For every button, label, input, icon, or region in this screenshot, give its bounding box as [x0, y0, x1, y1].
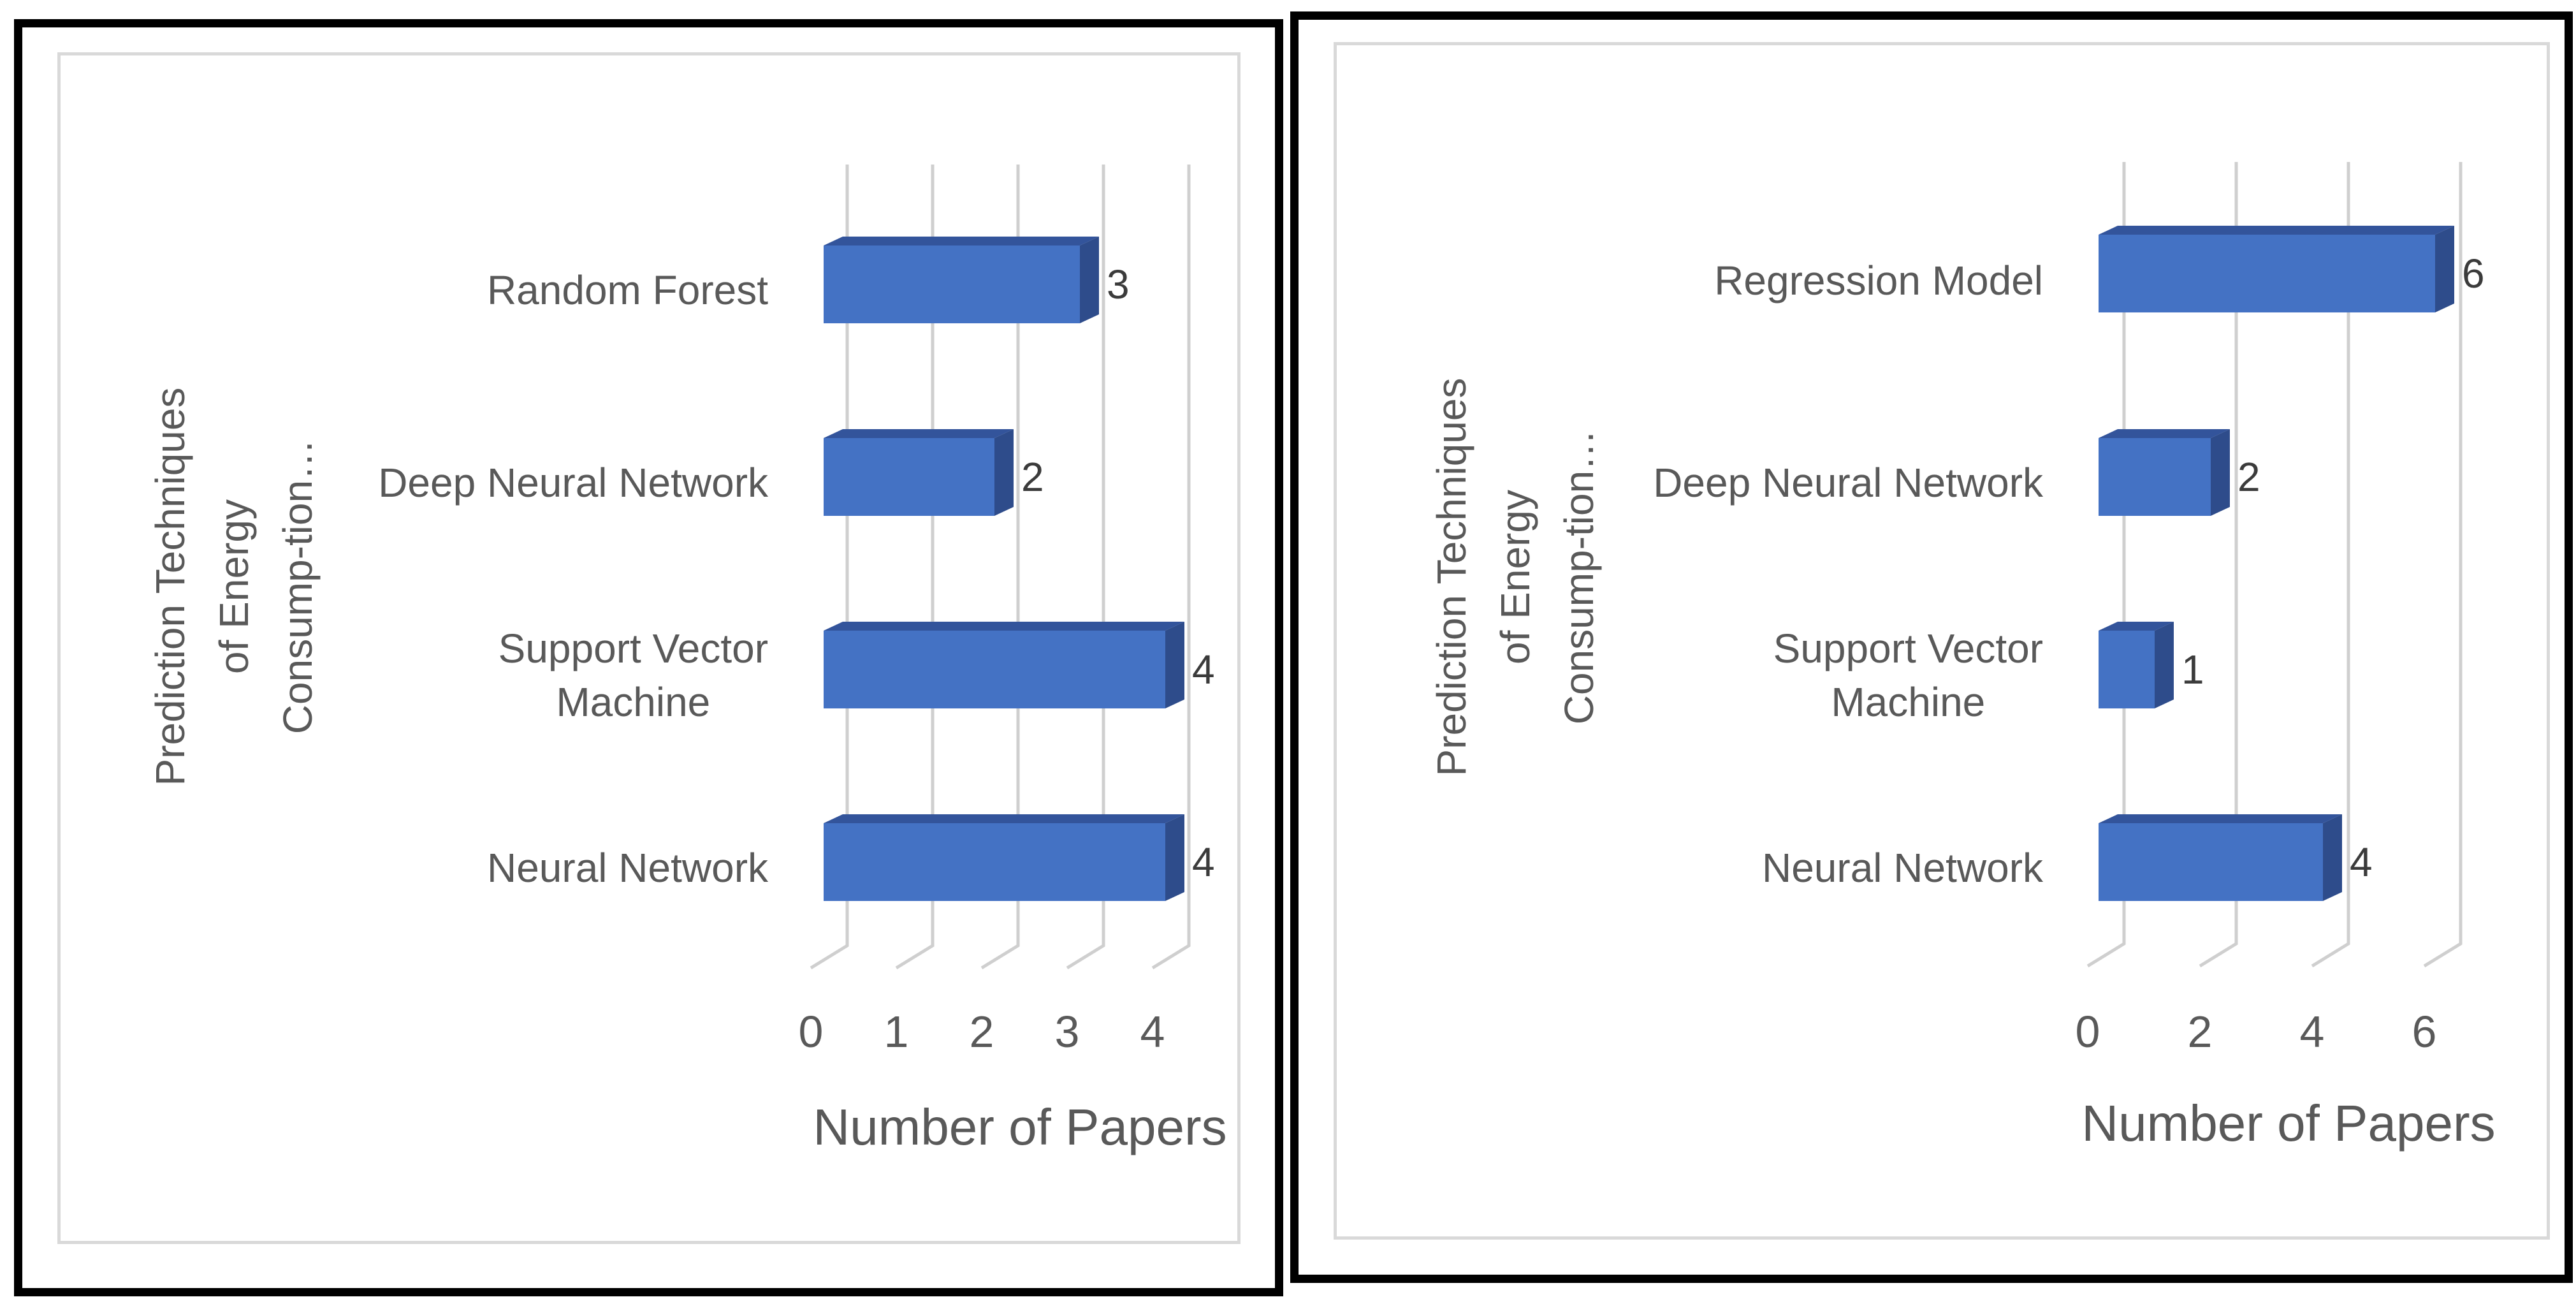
category-label: Deep Neural Network [284, 456, 768, 509]
gridline [1151, 165, 1191, 970]
gridline [895, 165, 935, 970]
x-tick-label: 3 [1054, 1007, 1080, 1057]
bar-value-label: 4 [2350, 839, 2373, 885]
category-label-text: Neural Network [1761, 845, 2043, 891]
bar-left-0 [824, 237, 1099, 323]
bar-left-2 [824, 622, 1184, 708]
category-label: Neural Network [284, 841, 768, 895]
x-tick-label: 1 [884, 1007, 909, 1057]
category-label: Random Forest [284, 263, 768, 317]
right-plot-area [2086, 162, 2463, 968]
gridline [810, 165, 849, 970]
x-tick-label: 2 [969, 1007, 994, 1057]
bar-value-label: 2 [1021, 454, 1044, 500]
x-tick-label: 6 [2412, 1007, 2437, 1057]
gridline [2311, 162, 2350, 968]
gridline [1066, 165, 1105, 970]
bar-right-1 [2099, 429, 2230, 516]
x-tick-label: 0 [2075, 1007, 2100, 1057]
category-label: Neural Network [1559, 841, 2043, 895]
category-label-text: Deep Neural Network [1653, 460, 2043, 506]
x-axis-title: Number of Papers [2081, 1095, 2496, 1152]
category-label-text: Regression Model [1714, 258, 2043, 304]
bar-left-3 [824, 814, 1184, 901]
x-axis-title: Number of Papers [813, 1099, 1227, 1155]
gridline [2199, 162, 2238, 968]
gridline [2423, 162, 2463, 968]
category-label: Deep Neural Network [1559, 456, 2043, 509]
bar-right-0 [2099, 226, 2454, 312]
x-tick-label: 4 [2299, 1007, 2325, 1057]
x-tick-label: 0 [798, 1007, 824, 1057]
category-label-text: Neural Network [486, 845, 768, 891]
gridline [2086, 162, 2126, 968]
left-plot-area [810, 165, 1191, 970]
category-label-text: Random Forest [486, 267, 768, 313]
bar-value-label: 4 [1192, 647, 1215, 692]
x-tick-label: 2 [2187, 1007, 2213, 1057]
gridline [980, 165, 1020, 970]
bar-right-2 [2099, 622, 2174, 708]
bar-left-1 [824, 429, 1014, 516]
x-tick-label: 4 [1140, 1007, 1165, 1057]
category-label: Regression Model [1559, 254, 2043, 307]
bar-value-label: 4 [1192, 839, 1215, 885]
bar-value-label: 6 [2462, 251, 2485, 297]
bar-value-label: 2 [2238, 454, 2260, 500]
bar-value-label: 3 [1107, 261, 1130, 307]
category-label-text: Deep Neural Network [378, 460, 768, 506]
bar-value-label: 1 [2181, 647, 2204, 692]
bar-right-3 [2099, 814, 2342, 901]
